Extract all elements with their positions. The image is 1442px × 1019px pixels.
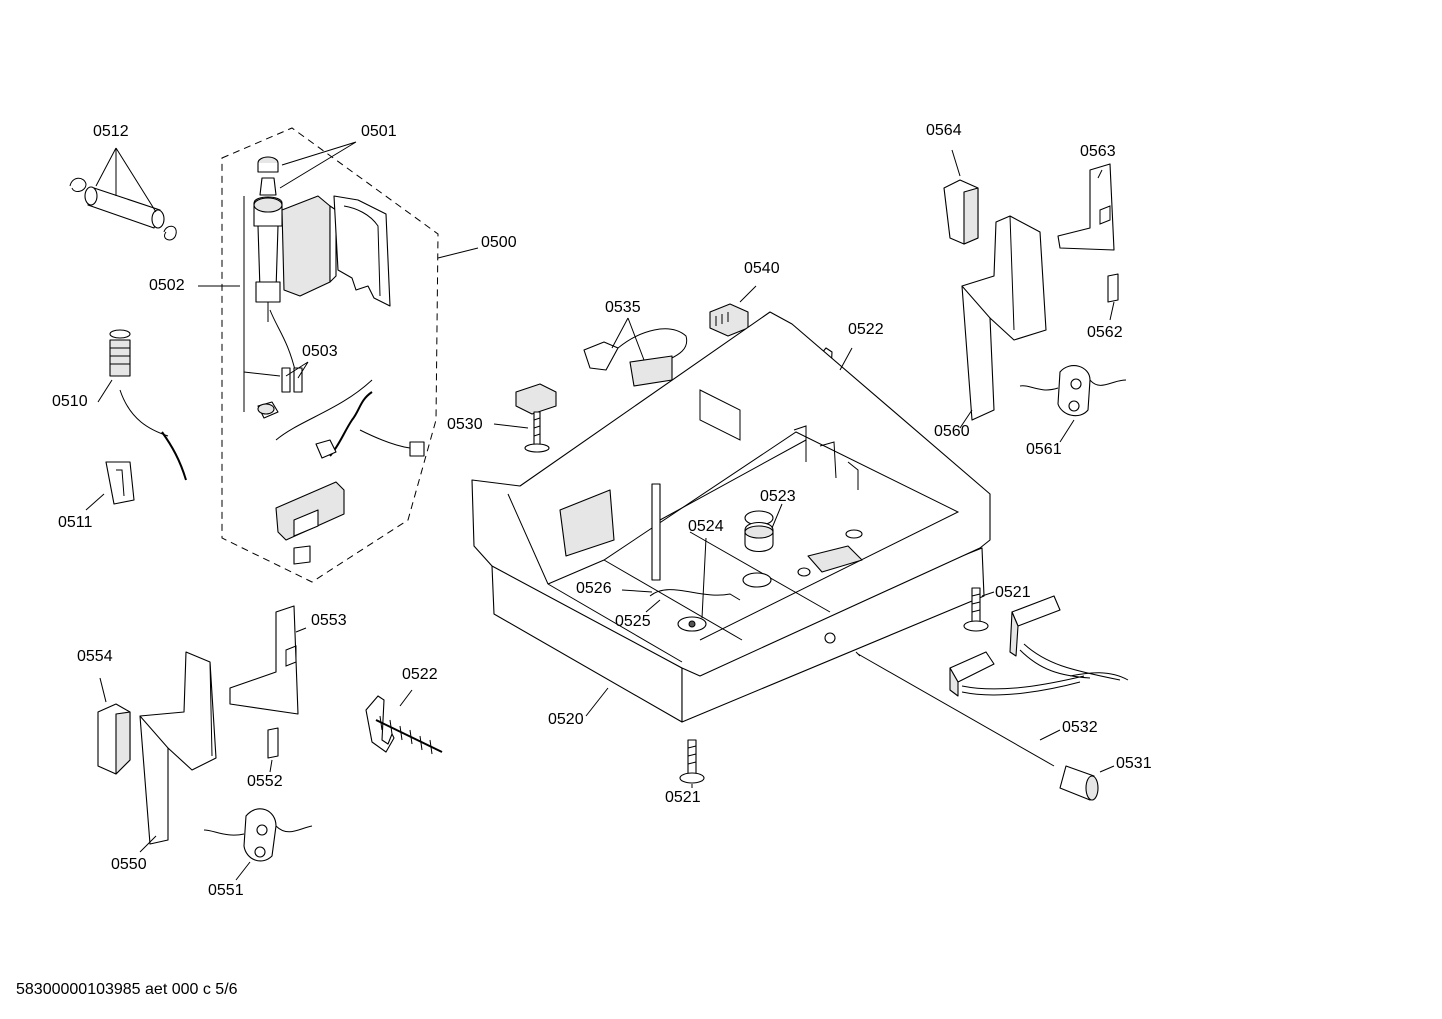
part-0510-spring-hose bbox=[109, 329, 187, 481]
part-0502-valve bbox=[253, 195, 337, 393]
callout-0553: 0553 bbox=[311, 612, 347, 629]
part-0540-connector bbox=[709, 303, 749, 337]
callout-0522-upper: 0522 bbox=[848, 321, 884, 338]
part-0521-foot-right bbox=[963, 587, 989, 632]
callout-0525: 0525 bbox=[615, 613, 651, 630]
drawing-reference-footer: 58300000103985 aet 000 c 5/6 bbox=[16, 981, 238, 998]
part-0522-spring-lower bbox=[365, 695, 443, 755]
callout-0532: 0532 bbox=[1062, 719, 1098, 736]
part-0531-cap bbox=[1059, 765, 1099, 801]
part-0500-drain-hose bbox=[275, 379, 425, 459]
callout-0562: 0562 bbox=[1087, 324, 1123, 341]
part-0520-base-tray bbox=[471, 311, 991, 723]
part-0563-bracket bbox=[1057, 163, 1115, 251]
callout-0521-right: 0521 bbox=[995, 584, 1031, 601]
part-0501-nozzles bbox=[257, 156, 279, 196]
callout-0531: 0531 bbox=[1116, 755, 1152, 772]
callout-0526: 0526 bbox=[576, 580, 612, 597]
callout-0560: 0560 bbox=[934, 423, 970, 440]
part-0511-clip bbox=[105, 461, 135, 505]
part-0512-hose bbox=[69, 177, 177, 241]
group-0500-boundary bbox=[221, 127, 439, 583]
callout-0520: 0520 bbox=[548, 711, 584, 728]
callout-0564: 0564 bbox=[926, 122, 962, 139]
part-0551-switch bbox=[203, 808, 313, 862]
callout-0511: 0511 bbox=[58, 514, 93, 531]
callout-0563: 0563 bbox=[1080, 143, 1116, 160]
callout-0521-bottom: 0521 bbox=[665, 789, 701, 806]
callout-0552: 0552 bbox=[247, 773, 283, 790]
callout-0522-lower: 0522 bbox=[402, 666, 438, 683]
callout-0502: 0502 bbox=[149, 277, 185, 294]
callout-0550: 0550 bbox=[111, 856, 147, 873]
part-0550-bracket bbox=[139, 651, 217, 845]
callout-0510: 0510 bbox=[52, 393, 88, 410]
callout-0554: 0554 bbox=[77, 648, 113, 665]
part-0561-switch bbox=[1019, 365, 1127, 417]
callout-0561: 0561 bbox=[1026, 441, 1062, 458]
part-0553-bracket bbox=[229, 605, 299, 715]
part-0560-bracket bbox=[961, 215, 1047, 421]
part-0554-holder bbox=[97, 703, 131, 775]
leader-lines bbox=[85, 141, 1115, 881]
part-0521-foot-bottom bbox=[679, 739, 705, 784]
callout-0551: 0551 bbox=[208, 882, 244, 899]
callout-0524: 0524 bbox=[688, 518, 724, 535]
callout-0500: 0500 bbox=[481, 234, 517, 251]
part-0535-sensor bbox=[583, 328, 688, 387]
part-0552-clip bbox=[267, 727, 279, 759]
callout-0523: 0523 bbox=[760, 488, 796, 505]
callout-0503: 0503 bbox=[302, 343, 338, 360]
part-0532-rod bbox=[855, 651, 1055, 767]
part-0503-nut bbox=[257, 401, 279, 419]
part-0530-screw-block bbox=[515, 383, 557, 453]
callout-0530: 0530 bbox=[447, 416, 483, 433]
callout-0501: 0501 bbox=[361, 123, 397, 140]
part-0502-cover bbox=[333, 195, 391, 307]
part-0562-clip bbox=[1107, 273, 1119, 303]
part-0564-holder bbox=[943, 179, 979, 245]
callout-0535: 0535 bbox=[605, 299, 641, 316]
callout-0540: 0540 bbox=[744, 260, 780, 277]
part-wiring-harness bbox=[949, 595, 1129, 697]
part-0500-bracket bbox=[275, 481, 345, 565]
callout-0512: 0512 bbox=[93, 123, 129, 140]
